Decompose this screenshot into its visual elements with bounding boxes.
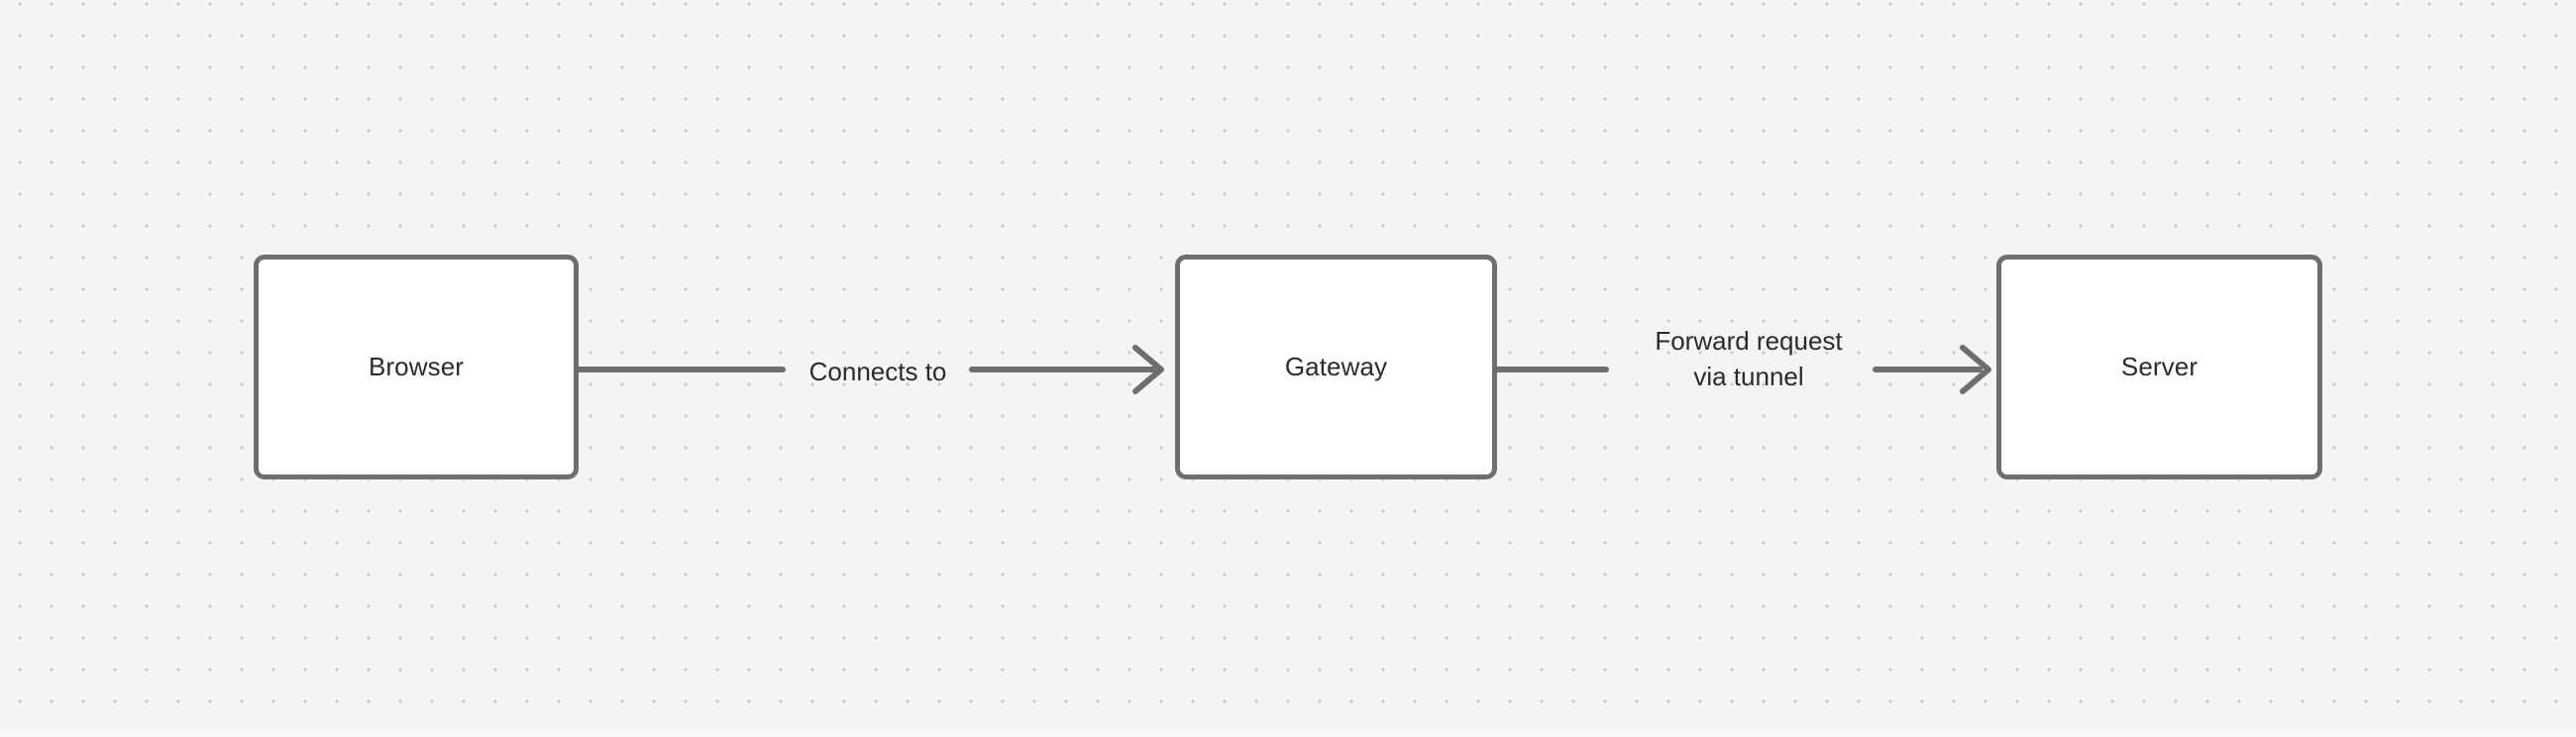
edge-label-connects-to: Connects to xyxy=(808,357,947,386)
arrowhead-icon xyxy=(1132,345,1164,394)
node-gateway[interactable]: Gateway xyxy=(1175,255,1497,479)
canvas-bottom-strip xyxy=(0,729,2576,737)
edge-label-line-2: via tunnel xyxy=(1693,361,1804,391)
edge-gateway-to-server-svg xyxy=(1494,345,1991,394)
node-gateway-label: Gateway xyxy=(1284,351,1388,381)
node-server[interactable]: Server xyxy=(1996,255,2322,479)
edge-browser-to-gateway-svg xyxy=(576,345,1164,394)
arrowhead-icon xyxy=(1960,345,1991,394)
edge-gateway-to-server[interactable] xyxy=(1494,340,2012,399)
node-server-label: Server xyxy=(2120,351,2199,381)
edge-label-forward-request-via-tunnel: Forward request via tunnel xyxy=(1625,324,1873,395)
node-browser[interactable]: Browser xyxy=(254,255,579,479)
edge-browser-to-gateway[interactable] xyxy=(576,340,1183,399)
edge-label-line-1: Forward request xyxy=(1655,326,1843,356)
node-browser-label: Browser xyxy=(368,351,465,381)
